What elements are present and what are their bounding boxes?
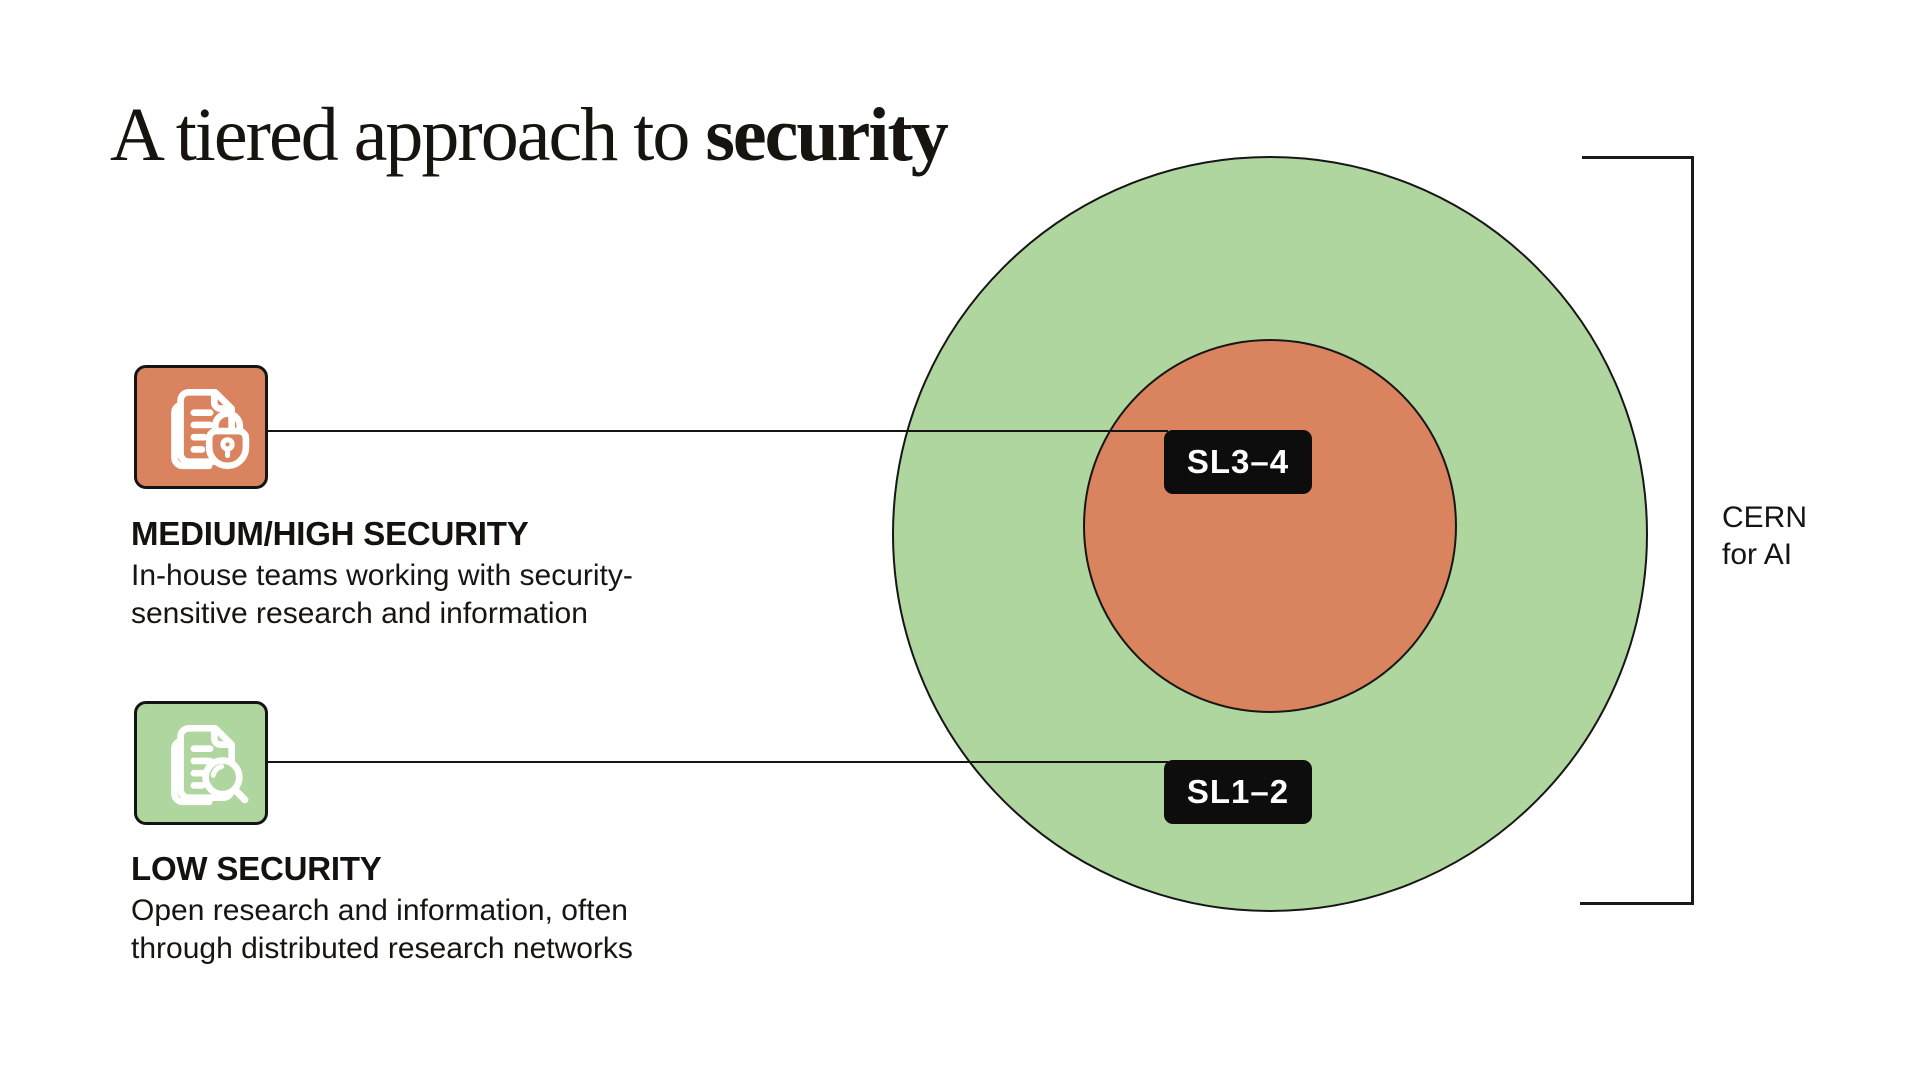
connector-line-medium-high — [266, 430, 1168, 432]
medium-high-security-tile — [134, 365, 268, 489]
medium-high-security-heading: MEDIUM/HIGH SECURITY — [131, 515, 529, 552]
low-security-description: Open research and information, often thr… — [131, 892, 633, 968]
outer-badge-sl1-2: SL1–2 — [1164, 760, 1312, 824]
inner-security-circle — [1083, 339, 1457, 713]
low-security-heading: LOW SECURITY — [131, 850, 382, 887]
bracket-bottom-cap — [1580, 902, 1694, 905]
medium-high-security-description: In-house teams working with security- se… — [131, 557, 633, 633]
description-line: In-house teams working with security- — [131, 559, 633, 592]
description-line: through distributed research networks — [131, 932, 633, 965]
page-title-regular: A tiered approach to — [110, 93, 706, 177]
description-line: sensitive research and information — [131, 597, 588, 630]
low-security-tile — [134, 701, 268, 825]
document-search-icon — [171, 724, 249, 806]
inner-badge-sl3-4: SL3–4 — [1164, 430, 1312, 494]
bracket-vertical-line — [1691, 156, 1694, 905]
bracket-label: CERN for AI — [1722, 499, 1807, 573]
page-title: A tiered approach to security — [110, 92, 949, 179]
document-lock-icon — [171, 388, 250, 470]
description-line: Open research and information, often — [131, 894, 628, 927]
bracket-top-cap — [1582, 156, 1694, 159]
page-title-bold: security — [705, 93, 948, 177]
bracket-label-line2: for AI — [1722, 538, 1793, 571]
connector-line-low — [266, 761, 1168, 763]
bracket-label-line1: CERN — [1722, 501, 1808, 534]
